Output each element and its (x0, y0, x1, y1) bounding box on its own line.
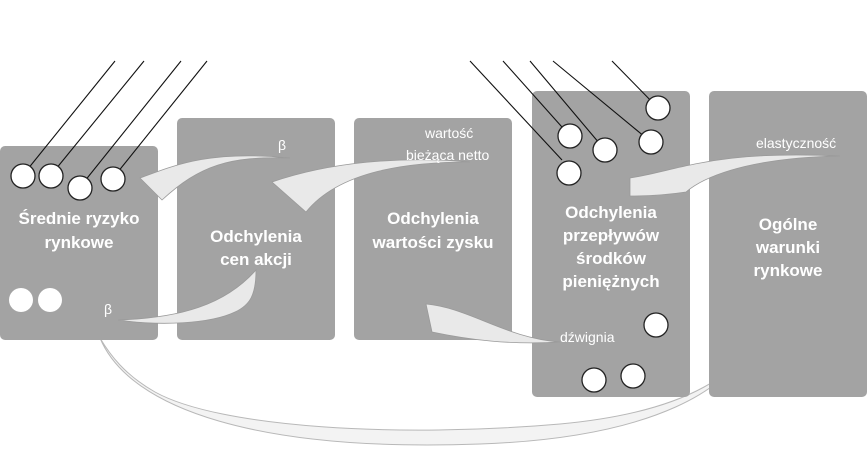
risk-circle (620, 363, 646, 389)
box-ogolne-warunki (709, 91, 867, 397)
box-text-line: przepływów (563, 226, 660, 245)
risk-circle (9, 288, 33, 312)
box-text-line: Odchylenia (565, 203, 657, 222)
box-text-line: Ogólne (759, 215, 818, 234)
input-line-6 (502, 60, 571, 137)
risk-circle (38, 163, 64, 189)
risk-circle (100, 166, 126, 192)
risk-circle (592, 137, 618, 163)
box-text-line: cen akcji (220, 250, 292, 269)
box-text-line: Odchylenia (387, 209, 479, 228)
box-text-line: warunki (755, 238, 820, 257)
risk-circle (581, 367, 607, 393)
box-srednie-ryzyko (0, 146, 158, 340)
box-srednie-text: Średnie ryzyko rynkowe (19, 209, 140, 252)
box-text-line: Odchylenia (210, 227, 302, 246)
box-zysk-text: Odchylenia wartości zysku (372, 209, 494, 252)
label-leverage: dźwignia (560, 329, 615, 345)
input-line-3 (79, 60, 182, 188)
box-text-line: Średnie ryzyko (19, 209, 140, 228)
box-warunki-text: Ogólne warunki rynkowe (754, 215, 823, 280)
input-line-5 (469, 60, 563, 161)
ribbon-elasticity (629, 154, 841, 197)
box-text-line: rynkowe (754, 261, 823, 280)
label-npv-line2: bieżąca netto (406, 147, 489, 163)
box-text-line: pieniężnych (562, 272, 659, 291)
label-beta-bottom: β (104, 301, 112, 317)
ribbon-npv (271, 159, 471, 213)
box-przeplywy-text: Odchylenia przepływów środków pieniężnyc… (562, 203, 660, 291)
input-line-8 (552, 60, 652, 143)
label-elasticity: elastyczność (756, 135, 836, 151)
box-odchylenia-wartosci-zysku (354, 118, 512, 340)
ribbon-beta-top (139, 155, 291, 201)
label-npv-line1: wartość (424, 125, 473, 141)
risk-circle (643, 312, 669, 338)
input-line-7 (529, 60, 606, 151)
box-odchylenia-cen-akcji (177, 118, 335, 340)
box-akcje-text: Odchylenia cen akcji (210, 227, 302, 269)
box-text-line: środków (576, 249, 647, 268)
ribbon-leverage (425, 303, 561, 344)
risk-circle (557, 123, 583, 149)
risk-circle (10, 163, 36, 189)
label-beta-top: β (278, 137, 286, 153)
risk-circle (645, 95, 671, 121)
input-line-2 (50, 60, 145, 176)
ribbon-beta-bottom (117, 268, 257, 324)
input-line-4 (112, 60, 208, 179)
input-line-1 (22, 60, 116, 176)
risk-circle (638, 129, 664, 155)
risk-circle (38, 288, 62, 312)
risk-circle (556, 160, 582, 186)
box-text-line: rynkowe (45, 233, 114, 252)
risk-circle (67, 175, 93, 201)
box-text-line: wartości zysku (372, 233, 494, 252)
